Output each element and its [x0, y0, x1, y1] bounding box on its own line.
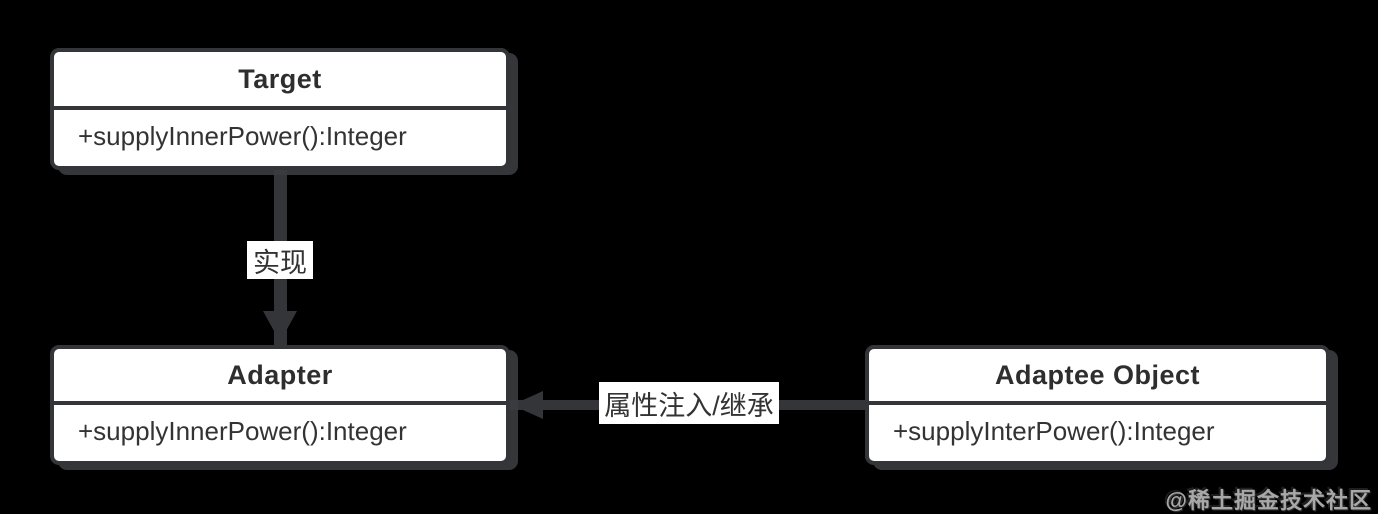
arrowhead-down-icon	[263, 311, 297, 342]
watermark: @稀土掘金技术社区	[1165, 488, 1372, 513]
class-title-target: Target	[54, 52, 506, 110]
class-node-target: Target +supplyInnerPower():Integer	[50, 48, 510, 170]
class-attribute-adapter: +supplyInnerPower():Integer	[78, 415, 407, 446]
class-title-adaptee-object: Adaptee Object	[869, 349, 1326, 405]
class-attribute-adaptee-object: +supplyInterPower():Integer	[893, 415, 1215, 446]
class-node-adapter: Adapter +supplyInnerPower():Integer	[50, 345, 510, 465]
edge-label-implements: 实现	[247, 241, 313, 279]
class-title-adapter: Adapter	[54, 349, 506, 405]
class-node-adaptee-object: Adaptee Object +supplyInterPower():Integ…	[865, 345, 1330, 465]
edge-label-injection: 属性注入/继承	[599, 382, 779, 424]
class-attribute-target: +supplyInnerPower():Integer	[78, 120, 407, 151]
arrowhead-left-icon	[512, 391, 543, 419]
